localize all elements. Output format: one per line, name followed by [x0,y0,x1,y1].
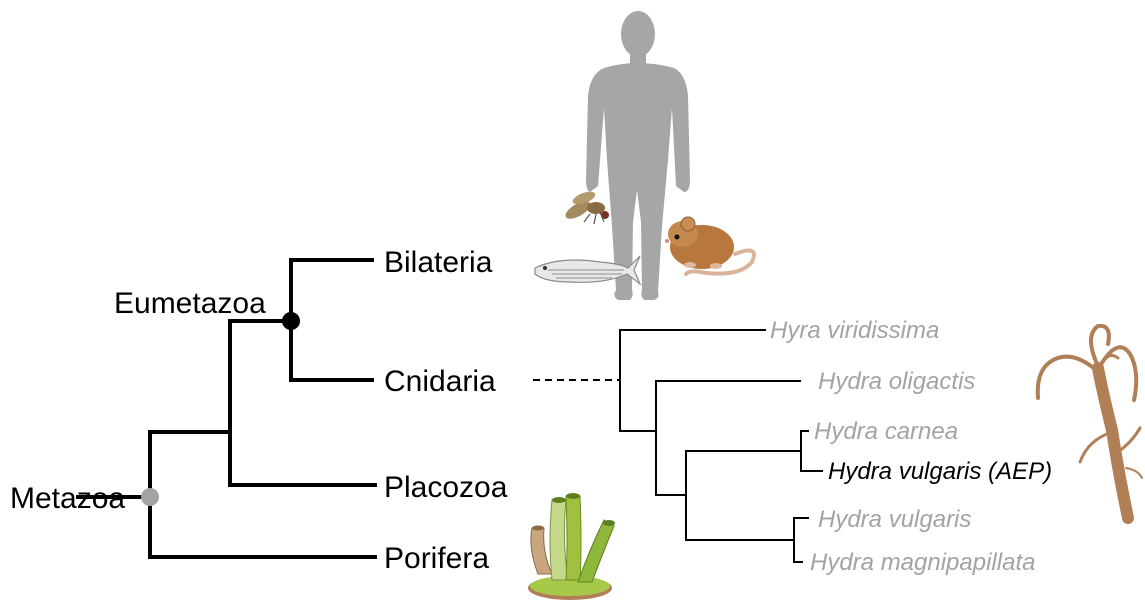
label-hydra-magnipapillata: Hydra magnipapillata [810,549,1035,576]
label-hydra-vulgaris: Hydra vulgaris [818,506,971,533]
label-porifera: Porifera [384,542,489,575]
eumetazoa-node [282,312,300,330]
label-hyra-viridissima: Hyra viridissima [770,317,939,344]
label-hydra-oligactis: Hydra oligactis [818,368,975,395]
label-hydra-carnea: Hydra carnea [814,418,958,445]
label-bilateria: Bilateria [384,246,493,279]
label-hydra-vulgaris-aep: Hydra vulgaris (AEP) [828,458,1052,485]
label-eumetazoa: Eumetazoa [114,287,266,320]
sponge-icon [528,493,615,600]
hydra-tree: Hyra viridissima Hydra oligactis Hydra c… [620,317,1052,576]
fly-icon [563,189,609,224]
label-cnidaria: Cnidaria [384,365,496,398]
animal-tree: Metazoa Eumetazoa Bilateria Cnidaria Pla… [10,246,508,575]
mouse-icon [665,217,754,274]
metazoa-node [141,488,159,506]
label-metazoa: Metazoa [10,482,125,515]
label-placozoa: Placozoa [384,471,508,504]
hydra-icon [1038,326,1142,518]
